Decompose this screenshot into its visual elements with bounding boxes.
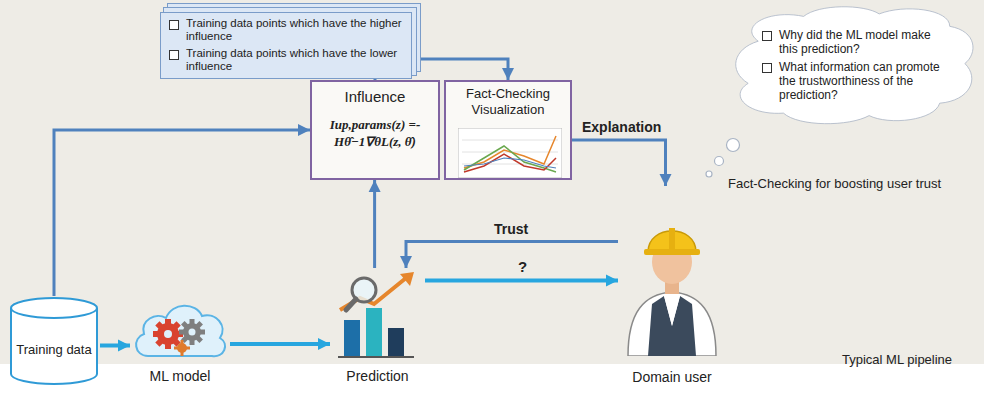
flow-arrow [406,242,618,268]
prediction-node: Prediction [330,268,425,392]
node-text: Domain user [618,369,726,385]
edge-label: Explanation [580,119,663,135]
pipeline-label: Typical ML pipeline [842,352,952,367]
upper-band [0,0,984,364]
caption-note: Fact-Checking for boosting user trust [728,176,941,191]
node-text: Training data [16,342,91,358]
flow-arrow [100,344,130,348]
prediction-chart-icon [330,268,425,364]
checkbox-bullet [762,63,772,73]
node-text: Training data points which have the high… [186,17,403,43]
checkbox-bullet [169,20,179,30]
edge-label: Trust [492,221,530,237]
node-subtext: What information can promote the trustwo… [779,60,946,102]
checkbox-bullet [169,50,179,60]
thought-cloud: Why did the ML model make this predictio… [728,4,980,128]
node-text: Prediction [330,368,425,384]
pipeline-band [0,364,984,394]
bullet-row: Training data points which have the lowe… [169,47,403,73]
domain-user-node: Domain user [618,186,726,392]
node-text: ML model [130,368,230,384]
line-chart-icon [458,128,562,178]
user-figure [618,186,726,356]
checkbox-bullet [762,31,772,41]
ml-model-node: ML model [130,296,230,392]
document-stack: Training data points which have the high… [160,12,412,79]
thought-bubbles [706,139,740,178]
node-subtext: Iup,params(z) =-Hθ̂−1∇θL(z, θ̂) [316,116,434,150]
node-text: Why did the ML model make this predictio… [779,28,946,56]
bullet-row: What information can promote the trustwo… [762,60,946,102]
flow-arrow [572,140,666,186]
influence-box: InfluenceIup,params(z) =-Hθ̂−1∇θL(z, θ̂) [310,80,440,180]
flow-arrow [373,180,376,268]
flow-arrow [54,130,310,296]
flow-arrow [425,278,618,282]
edge-label: ? [516,258,529,275]
flow-arrow [412,59,508,80]
node-text: Fact-Checking Visualization [450,86,566,118]
flow-arrow [230,342,330,346]
node-text: Influence [316,88,434,106]
bullet-row: Why did the ML model make this predictio… [762,28,946,56]
cylinder-shape [8,296,100,386]
node-subtext: Training data points which have the lowe… [186,47,403,73]
fact-checking-box: Fact-Checking Visualization [444,80,572,180]
training-data-cylinder: Training data [8,296,100,386]
bullet-row: Training data points which have the high… [169,17,403,43]
ml-cloud-icon [130,296,230,364]
